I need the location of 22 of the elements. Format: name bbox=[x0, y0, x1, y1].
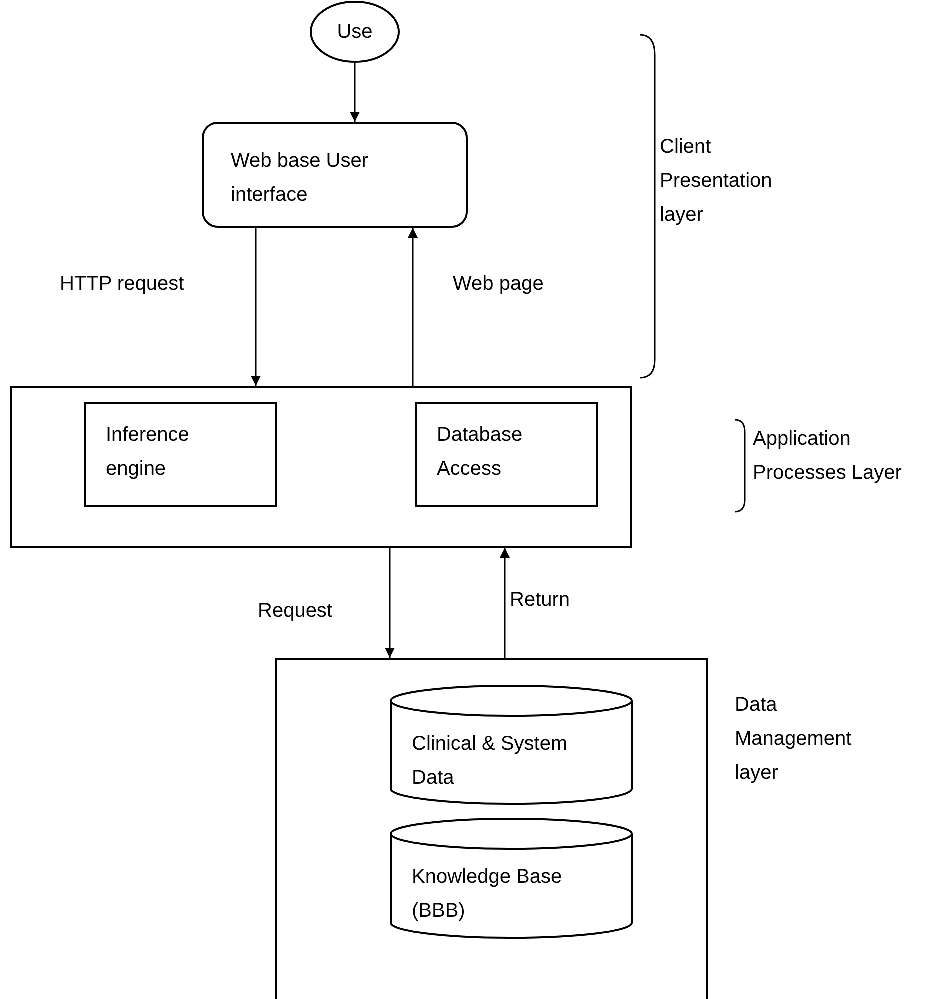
database-cylinder bbox=[390, 818, 633, 939]
layer-label: Client Presentation layer bbox=[660, 135, 774, 228]
layer-box bbox=[84, 402, 277, 507]
node-text: Use bbox=[337, 20, 373, 45]
arrow bbox=[500, 548, 510, 658]
arrow bbox=[385, 548, 395, 658]
database-cylinder bbox=[390, 685, 633, 805]
process-box bbox=[202, 122, 468, 228]
layer-label: Data Management layer bbox=[735, 693, 853, 786]
arrow bbox=[251, 228, 261, 386]
layer-box bbox=[10, 386, 632, 548]
node-text: Web base User interface bbox=[231, 149, 370, 208]
start-ellipse bbox=[310, 1, 400, 63]
layer-box bbox=[415, 402, 598, 507]
node-text: Database Access bbox=[437, 423, 524, 482]
node-text: Clinical & System Data bbox=[412, 732, 569, 791]
layer-box bbox=[275, 658, 708, 999]
layer-label: Application Processes Layer bbox=[753, 427, 903, 486]
arrow bbox=[408, 228, 418, 386]
node-text: Knowledge Base (BBB) bbox=[412, 865, 564, 924]
node-text: Inference engine bbox=[106, 423, 190, 482]
arrow bbox=[350, 63, 360, 122]
